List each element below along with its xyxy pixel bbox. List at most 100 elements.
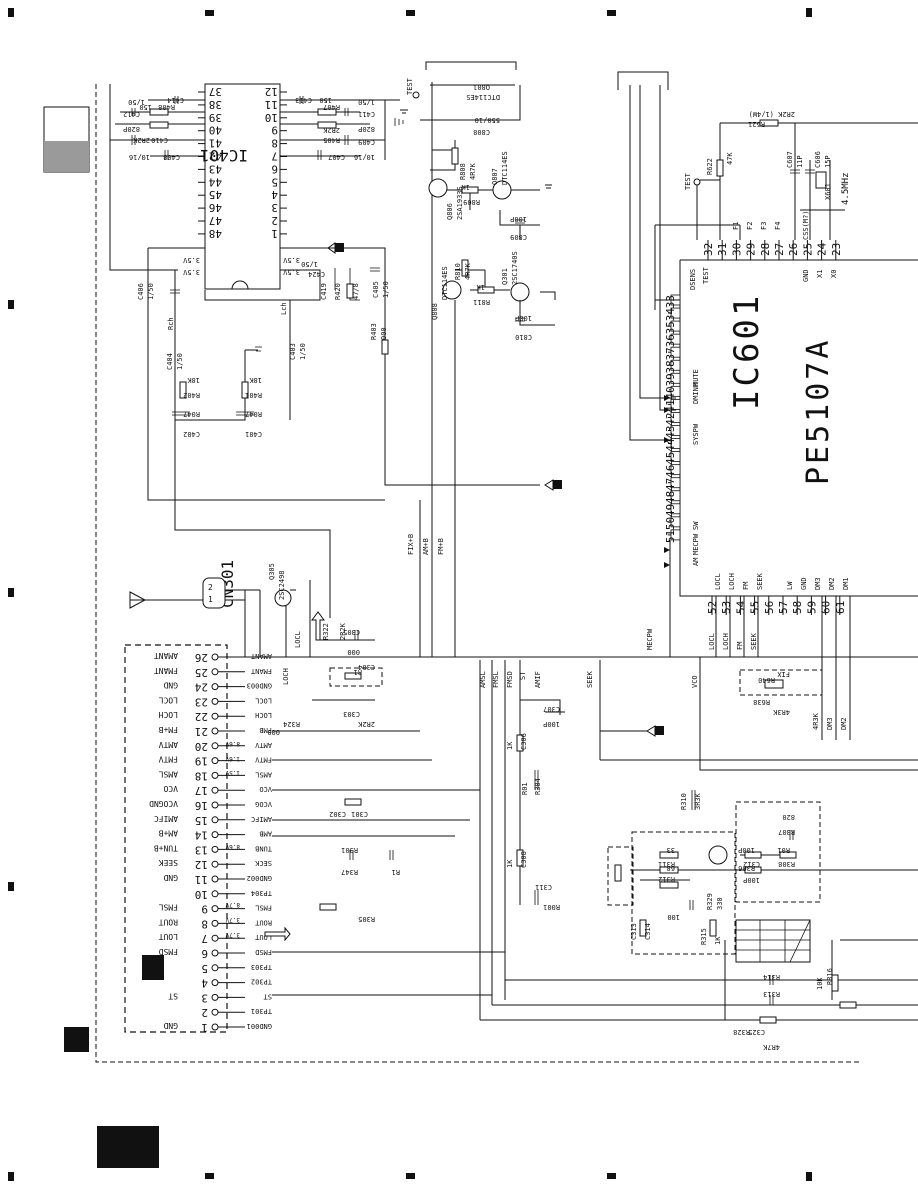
r810: R810 [454,263,462,280]
cn301-pin-name: LOCL [159,695,178,704]
c809: C809 [510,233,527,241]
cn301-pin-number: 3 [201,991,208,1004]
cn301-pin-number: 20 [195,740,208,753]
cn301-pin-number: 25 [195,666,208,679]
r305-val: C306 [520,733,528,750]
c302: R1 [392,868,400,876]
c407-val: 10/16 [354,153,375,161]
ic601-pin-box [670,320,681,332]
ic601-pin-box [670,425,681,436]
c411: C411 [358,110,375,118]
cn301-net-label: GND003 [247,682,272,690]
r322: C305 [343,628,360,636]
c408: C408 [163,153,180,161]
net-amif: AMIF [534,671,542,688]
ic601-pin-box [670,503,681,515]
ic601-pin-number: 38 [664,360,677,373]
css-label: CSS(M?) [802,210,810,240]
cn301-pin-number: 1 [201,1021,208,1034]
lch-label: Lch [280,302,288,315]
net-loch-cn: LOCH [282,668,290,685]
lower-right-section: FIX R640 4R3K R638 4R3K DM3 DM2 R310 3R3… [480,669,918,1051]
c312-val: 820 [782,813,795,821]
cn301-net-label: TP304 [251,889,272,897]
dm3-label: 4R3K [812,712,820,730]
r809: R809 [463,198,480,206]
ic601-pin-box [670,385,681,397]
q805: Q806 [446,203,454,220]
pin-arrow [664,407,670,413]
c307: R01 [521,782,529,795]
ic601-pin-number: 37 [664,347,677,360]
ic401-pin-number: 40 [209,124,222,137]
cn301-pin [211,1023,219,1031]
cn301-net-label: ST [263,992,272,1000]
r309: R311 [658,860,675,868]
r622: R622 [706,158,714,175]
cn301-pin-name: VCOGND [149,799,178,808]
ic601-pin-number: 52 [706,601,719,614]
ic601-pin-number: 33 [664,295,677,308]
net-fmsl: FMSL [492,671,500,688]
ic601-pin-number: 44 [664,438,677,452]
ic401-pin-number: 7 [271,150,278,163]
ic401-pin-number: 48 [209,227,222,240]
cn301-pin-number: 24 [194,681,208,694]
cn301-voltage: 8.6V [225,740,240,747]
ic601-pin-box [670,477,681,489]
r810-val: 4R7K [464,262,472,280]
r307: 100P [743,876,760,884]
cn301-pin-name: SEEK [159,858,178,867]
ic601-pin-box [670,490,681,502]
x601: X601 [824,183,832,200]
cn301-pin-number: 18 [195,769,208,782]
cn301-pin-name: LOCH [159,710,178,719]
ic601-pin-number: 55 [749,601,762,614]
c407: C407 [328,153,345,161]
r310: R312 [658,875,675,883]
cn301-pin [211,979,219,987]
x601-freq: 4.5MHz [841,172,851,205]
cn301-pin-number: 17 [195,784,208,797]
net-seek: SEEK [586,670,594,688]
r402-val: 18K [187,376,200,384]
r312: R308 [778,860,795,868]
r638: 4R3K [772,708,790,716]
cn301-net-label: LOCH [255,711,272,719]
ic401-pin-number: 43 [209,162,222,175]
cn301-pin-number: 2 [201,1006,208,1019]
r408: R408 [158,103,175,111]
cn301-net-label: LOCL [255,696,272,704]
r312-val: R01 [777,846,790,854]
cn301-pin-name: VCO [163,784,178,793]
q806-type: DTC114ES [441,266,449,300]
r407: R407 [323,103,340,111]
r329-val: 1K [714,936,722,945]
r314: C325 [748,1028,765,1036]
ic601-pin-number: 42 [664,412,677,425]
cn301-voltage: 3.7V [225,931,240,938]
c606-val: 15P [824,155,832,168]
ic601-pin-number: 25 [801,243,814,256]
r809-val: 1K [461,183,470,191]
ic601-pin-box [670,307,681,319]
gnd-pin-label: GND [800,577,808,590]
x0-label: X0 [830,270,838,278]
c313: R313 [763,990,780,998]
cn301-pin [211,683,219,691]
ic401-pin-number: 46 [209,201,222,214]
r640: FIX [777,670,790,678]
fix-label: TEST [406,77,414,95]
ic401-pin-number: 45 [209,188,222,201]
loch-pin-label: LOCH [728,573,736,590]
r001: C311 [535,883,552,891]
ic401-pin-number: 3 [271,201,278,214]
seek-pin-label: SEEK [756,572,764,590]
ic601-pin-number: 54 [734,600,747,614]
cn301-pin [211,934,219,942]
q805-type: 2SA1933S [456,186,464,220]
ic601-pin-box [670,333,681,345]
r309-val: 33 [667,846,675,854]
ic601-pin-number: 28 [759,243,772,256]
net-locl-cn: LOCL [294,631,302,648]
